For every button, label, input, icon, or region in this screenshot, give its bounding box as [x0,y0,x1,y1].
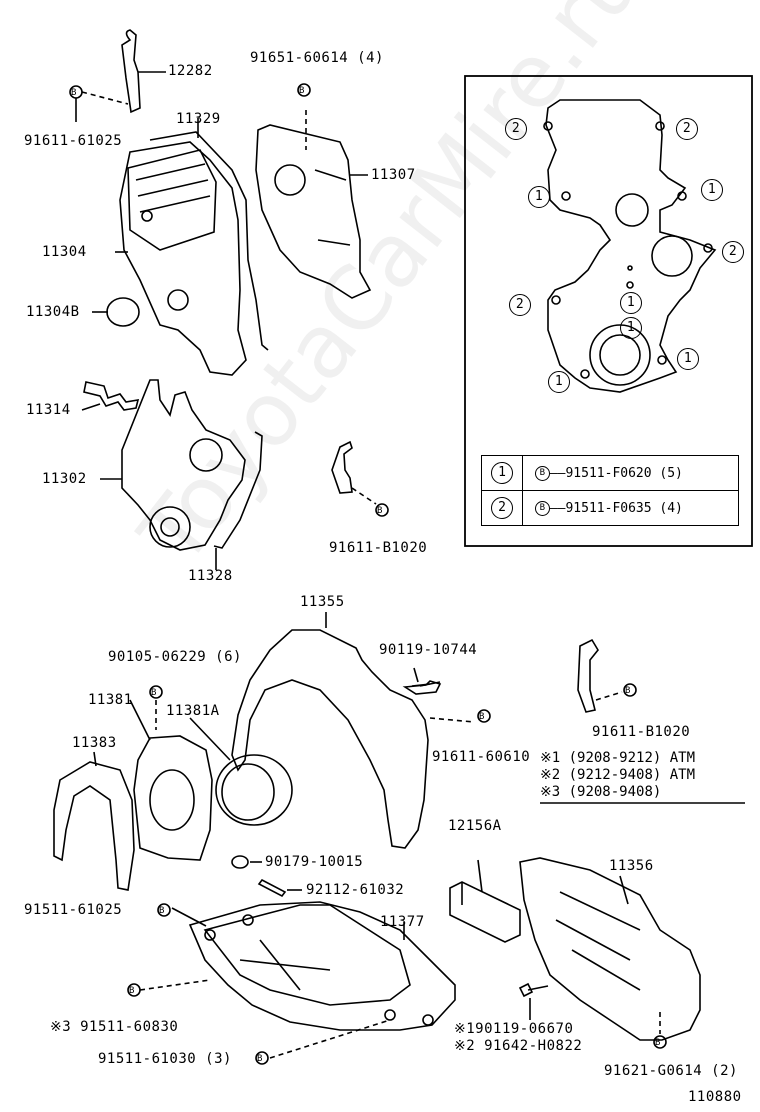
part-label-11377: 11377 [380,914,425,930]
figure-number: 110880 [688,1089,742,1105]
bolt-icon [653,1035,667,1049]
seal-11381A [215,754,293,826]
nut-90179 [231,855,249,869]
strip-11314 [83,381,140,411]
callout-2: 2 [509,294,531,316]
part-label-11302: 11302 [42,471,87,487]
block-12156A [449,881,521,943]
bolt-letter: B [655,1038,661,1048]
inset-gasket [545,99,717,393]
callout-1: 1 [620,292,642,314]
callout-2: 2 [722,241,744,263]
bolt-icon [157,903,171,917]
part-label-91511-61030: 91511-61030 (3) [98,1051,232,1067]
bracket-b1020a [331,440,353,494]
bolt-icon [477,709,491,723]
part-label-11328: 11328 [188,568,233,584]
part-label-12156A: 12156A [448,818,502,834]
inset-frame [464,75,753,547]
bolt-icon [149,685,163,699]
part-label-91611-60610: 91611-60610 [432,749,531,765]
note-2: ※2 (9212-9408) ATM [540,767,696,783]
bolt-icon [69,85,83,99]
bolt-letter: B [479,712,485,722]
bolt-icon [297,83,311,97]
part-label-91651: 91651-60614 (4) [250,50,384,66]
part-label-91611-b1020: 91611-B1020 [329,540,428,556]
part-label-11314: 11314 [26,402,71,418]
legend-num-cell: 1 [481,455,523,491]
legend-part-cell: B——91511-F0620 (5) [522,455,739,491]
bolt-icon: B [534,500,550,516]
bolt-letter: B [299,86,305,96]
part-label-91611-b1020-lower: 91611-B1020 [592,724,691,740]
part-label-92112: 92112-61032 [306,882,405,898]
callout-1: 1 [677,348,699,370]
part-label-91611-61025: 91611-61025 [24,133,123,149]
part-label-91511-60830: ※3 91511-60830 [50,1019,179,1035]
part-label-91642: ※2 91642-H0822 [454,1038,583,1054]
part-label-11329: 11329 [176,111,221,127]
callout-1: 1 [701,179,723,201]
bolt-letter: B [625,686,631,696]
part-label-11304: 11304 [42,244,87,260]
callout-1: 1 [528,186,550,208]
callout-2: 2 [676,118,698,140]
bolt-letter: B [377,506,383,516]
bolt-icon [623,683,637,697]
bracket-b1020b [577,638,599,713]
legend-row: 2 B——91511-F0635 (4) [481,490,739,526]
applicability-notes: ※1 (9208-9212) ATM ※2 (9212-9408) ATM ※3… [540,750,695,801]
gasket-11383 [53,761,135,891]
plug-11304B [106,297,140,327]
bolt-icon [255,1051,269,1065]
note-3: ※3 (9208-9408) [540,784,662,800]
bracket-12282 [121,29,141,114]
part-label-11355: 11355 [300,594,345,610]
part-label-91511-61025: 91511-61025 [24,902,123,918]
cover-11304 [119,141,247,376]
callout-1: 1 [548,371,570,393]
part-label-12282: 12282 [168,63,213,79]
part-label-90119-06670: ※190119-06670 [454,1021,574,1037]
note-1: ※1 (9208-9212) ATM [540,750,696,766]
bolt-letter: B [151,688,157,698]
bolt-letter: B [129,986,135,996]
legend-part-cell: B——91511-F0635 (4) [522,490,739,526]
legend-num-cell: 2 [481,490,523,526]
gasket-11329 [149,131,269,351]
bolt-icon [127,983,141,997]
bolt-letter: B [159,906,165,916]
part-label-11304B: 11304B [26,304,80,320]
bolt-icon: B [534,465,550,481]
bolt-legend-table: 1 B——91511-F0620 (5) 2 B——91511-F0635 (4… [481,455,739,526]
bolt-letter: B [71,88,77,98]
legend-row: 1 B——91511-F0620 (5) [481,455,739,491]
stud-92112 [257,878,287,898]
part-label-90179: 90179-10015 [265,854,364,870]
bolt-icon [375,503,389,517]
part-label-90105: 90105-06229 (6) [108,649,242,665]
part-label-11307: 11307 [371,167,416,183]
bolt-letter: B [257,1054,263,1064]
part-label-90119-10744: 90119-10744 [379,642,478,658]
part-label-11356: 11356 [609,858,654,874]
part-label-91621: 91621-G0614 (2) [604,1063,738,1079]
callout-1: 1 [620,317,642,339]
retainer-11381 [133,735,213,861]
cover-11302 [121,379,246,551]
plate-11307 [255,124,372,299]
plate-11355 [231,629,429,849]
callout-2: 2 [505,118,527,140]
part-label-11381: 11381 [88,692,133,708]
part-label-11381A: 11381A [166,703,220,719]
pan-11377 [188,901,456,1031]
part-label-11383: 11383 [72,735,117,751]
